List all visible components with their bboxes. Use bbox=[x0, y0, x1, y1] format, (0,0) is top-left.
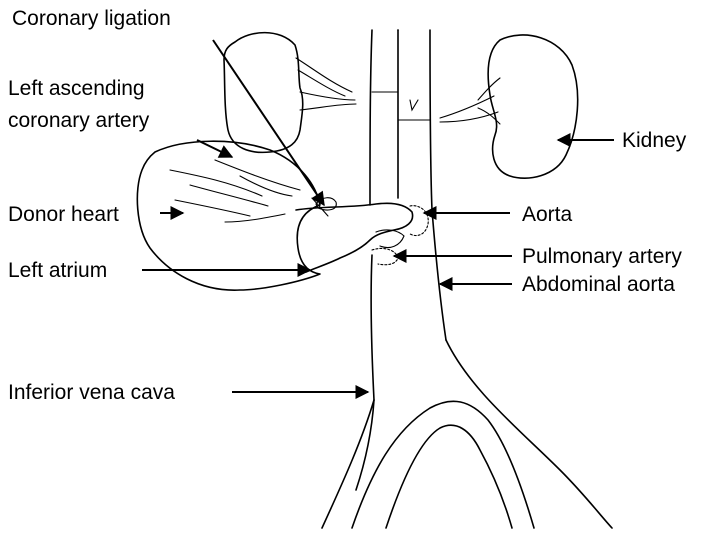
right-kidney-shape bbox=[488, 35, 578, 178]
aorta-stump bbox=[410, 206, 428, 236]
coronary-branches bbox=[170, 160, 300, 222]
left-renal-vessels bbox=[296, 58, 356, 110]
label-coronary-ligation: Coronary ligation bbox=[12, 6, 171, 31]
label-left-ascending-line2: coronary artery bbox=[8, 108, 149, 133]
label-pulmonary-artery: Pulmonary artery bbox=[522, 244, 682, 269]
label-inferior-vena-cava: Inferior vena cava bbox=[8, 380, 175, 405]
label-left-atrium: Left atrium bbox=[8, 258, 107, 283]
label-aorta: Aorta bbox=[522, 202, 572, 227]
label-donor-heart: Donor heart bbox=[8, 202, 119, 227]
donor-heart-shape bbox=[137, 141, 320, 290]
renal-junction bbox=[372, 92, 430, 120]
inferior-vena-cava-vessel bbox=[370, 30, 398, 205]
label-kidney: Kidney bbox=[622, 128, 686, 153]
heart-right-extension bbox=[296, 203, 413, 272]
aortic-bifurcation bbox=[322, 340, 612, 528]
label-abdominal-aorta: Abdominal aorta bbox=[522, 272, 675, 297]
heart-vessel-stub bbox=[376, 230, 404, 248]
abdominal-aorta-vessel bbox=[356, 30, 446, 490]
left-ascending-arrow bbox=[197, 140, 232, 157]
left-kidney bbox=[224, 33, 303, 153]
label-left-ascending-line1: Left ascending bbox=[8, 76, 145, 101]
